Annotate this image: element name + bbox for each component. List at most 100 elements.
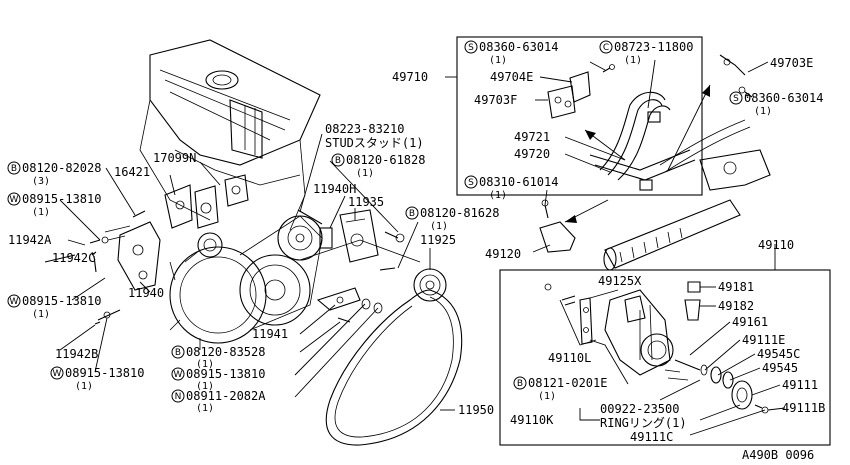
bolt-symbol: B: [171, 345, 185, 359]
label-08223-note: STUDスタッド(1): [325, 136, 424, 150]
label-08310-61014: 08310-61014: [479, 175, 558, 189]
label-08120-81628: 08120-81628: [420, 206, 499, 220]
label-11925: 11925: [420, 233, 456, 247]
label-08915-13810-d: 08915-13810: [186, 367, 265, 381]
svg-text:C: C: [603, 43, 609, 53]
label-08120-81628-qty: (1): [430, 221, 448, 232]
label-11941: 11941: [252, 327, 288, 341]
label-49721: 49721: [514, 130, 550, 144]
bolt-symbol: B: [405, 206, 419, 220]
label-08223-83210: 08223-83210: [325, 122, 404, 136]
label-08120-82028: 08120-82028: [22, 161, 101, 175]
leader-lines: [59, 59, 786, 436]
label-49110L: 49110L: [548, 351, 591, 365]
screw-symbol: S: [464, 40, 478, 54]
label-49161: 49161: [732, 315, 768, 329]
label-49111B: 49111B: [782, 401, 825, 415]
label-08360-63014-a: 08360-63014: [479, 40, 558, 54]
label-11950: 11950: [458, 403, 494, 417]
label-49720: 49720: [514, 147, 550, 161]
svg-text:S: S: [468, 43, 474, 53]
label-08120-82028-qty: (3): [32, 176, 50, 187]
bolt-symbol: B: [7, 161, 21, 175]
svg-text:B: B: [175, 348, 181, 358]
label-49125X: 49125X: [598, 274, 642, 288]
svg-text:S: S: [468, 178, 474, 188]
label-08911-2082A-qty: (1): [196, 403, 214, 414]
washer-symbol: W: [7, 294, 21, 308]
svg-text:W: W: [174, 370, 183, 380]
box-49110: [499, 269, 831, 446]
label-11935: 11935: [348, 195, 384, 209]
label-49703F: 49703F: [474, 93, 517, 107]
svg-text:B: B: [11, 164, 17, 174]
svg-text:B: B: [517, 379, 523, 389]
label-49110: 49110: [758, 238, 794, 252]
box-49710: [456, 36, 751, 196]
label-08120-83528: 08120-83528: [186, 345, 265, 359]
label-08915-13810-b: 08915-13810: [22, 294, 101, 308]
v-belt-illustration: [325, 289, 463, 446]
screw-symbol: S: [464, 175, 478, 189]
label-49545: 49545: [762, 361, 798, 375]
label-49111: 49111: [782, 378, 818, 392]
label-08360-63014-b-qty: (1): [754, 106, 772, 117]
clip-symbol: C: [599, 40, 613, 54]
label-08915-13810-a-qty: (1): [32, 207, 50, 218]
label-49182: 49182: [718, 299, 754, 313]
label-49704E: 49704E: [490, 70, 533, 84]
bracket-49120-illustration: [539, 199, 609, 253]
nut-symbol: N: [171, 389, 185, 403]
label-08915-13810-d-qty: (1): [196, 381, 214, 392]
screw-symbol: S: [729, 91, 743, 105]
label-49110K: 49110K: [510, 413, 554, 427]
washer-symbol: W: [50, 366, 64, 380]
svg-text:B: B: [409, 209, 415, 219]
label-49120: 49120: [485, 247, 521, 261]
label-08915-13810-c: 08915-13810: [65, 366, 144, 380]
svg-text:W: W: [10, 195, 19, 205]
steering-rack-illustration: [603, 54, 771, 271]
label-08121-0201E: 08121-0201E: [528, 376, 607, 390]
label-08120-83528-qty: (1): [196, 359, 214, 370]
svg-text:W: W: [53, 369, 62, 379]
diagram-code: A490B 0096: [742, 448, 814, 462]
label-00922-note: RINGリング(1): [600, 416, 687, 430]
label-49111E: 49111E: [742, 333, 785, 347]
svg-text:W: W: [10, 297, 19, 307]
label-00922-23500: 00922-23500: [600, 402, 679, 416]
label-49181: 49181: [718, 280, 754, 294]
label-49703E: 49703E: [770, 56, 813, 70]
bolt-symbol: B: [331, 153, 345, 167]
label-17099N: 17099N: [153, 151, 196, 165]
svg-text:B: B: [335, 156, 341, 166]
washer-symbol: W: [171, 367, 185, 381]
washer-symbol: W: [7, 192, 21, 206]
label-08121-0201E-qty: (1): [538, 391, 556, 402]
label-08723-11800: 08723-11800: [614, 40, 693, 54]
label-08911-2082A: 08911-2082A: [186, 389, 266, 403]
label-11942C: 11942C: [52, 251, 95, 265]
bolt-symbol: B: [513, 376, 527, 390]
label-08360-63014-a-qty: (1): [489, 55, 507, 66]
prefix-symbols: B W W W B B B W N S C S S B: [7, 40, 743, 403]
label-08120-61828-qty: (1): [356, 168, 374, 179]
part-labels: 08223-83210 STUDスタッド(1) 17099N 16421 081…: [8, 40, 825, 462]
label-08310-61014-qty: (1): [489, 190, 507, 201]
label-16421: 16421: [114, 165, 150, 179]
label-08120-61828: 08120-61828: [346, 153, 425, 167]
svg-text:S: S: [733, 94, 739, 104]
label-11942A: 11942A: [8, 233, 52, 247]
svg-text:N: N: [175, 392, 182, 402]
label-08915-13810-c-qty: (1): [75, 381, 93, 392]
label-11940: 11940: [128, 286, 164, 300]
label-08915-13810-b-qty: (1): [32, 309, 50, 320]
label-08360-63014-b: 08360-63014: [744, 91, 823, 105]
label-49111C: 49111C: [630, 430, 673, 444]
tensioner-assembly-illustration: [299, 209, 447, 323]
label-08915-13810-a: 08915-13810: [22, 192, 101, 206]
label-08723-11800-qty: (1): [624, 55, 642, 66]
label-49545C: 49545C: [757, 347, 800, 361]
label-11942B: 11942B: [55, 347, 98, 361]
